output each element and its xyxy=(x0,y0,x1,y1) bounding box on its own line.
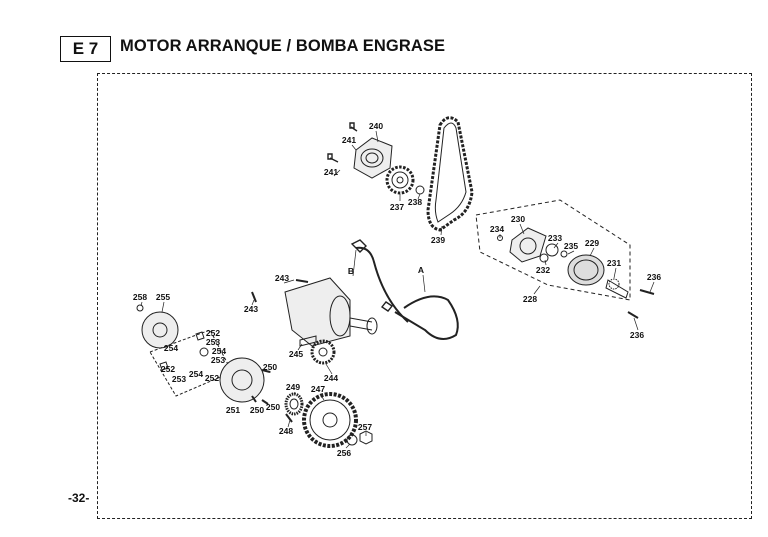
starter-motor xyxy=(284,277,378,347)
pin-248 xyxy=(285,413,293,423)
pump-cover-229 xyxy=(567,254,605,286)
part-label-247: 247 xyxy=(311,384,325,394)
nut-257 xyxy=(359,430,373,445)
bolt-250c xyxy=(251,395,257,403)
bolt-236a xyxy=(639,289,655,295)
part-label-256: 256 xyxy=(337,448,351,458)
part-label-229: 229 xyxy=(585,238,599,248)
part-label-255: 255 xyxy=(156,292,170,302)
part-label-252c: 252 xyxy=(205,373,219,383)
part-label-231: 231 xyxy=(607,258,621,268)
pin-235 xyxy=(560,250,568,258)
rotor-232 xyxy=(539,253,549,263)
part-label-253a: 253 xyxy=(206,337,220,347)
cable-A xyxy=(394,295,459,340)
part-label-240: 240 xyxy=(369,121,383,131)
bolt-243b xyxy=(251,291,257,303)
part-label-234: 234 xyxy=(490,224,504,234)
part-label-237: 237 xyxy=(390,202,404,212)
part-252a xyxy=(195,331,205,341)
part-label-252b: 252 xyxy=(161,364,175,374)
part-label-232: 232 xyxy=(536,265,550,275)
part-label-241a: 241 xyxy=(342,135,356,145)
part-label-250a: 250 xyxy=(263,362,277,372)
part-label-254a: 254 xyxy=(164,343,178,353)
chain-239 xyxy=(426,116,474,232)
bolt-250b xyxy=(261,399,269,405)
part-label-228: 228 xyxy=(523,294,537,304)
part-label-257: 257 xyxy=(358,422,372,432)
page-number: -32- xyxy=(68,491,90,505)
bolt-236b xyxy=(627,311,639,319)
bolt-241a xyxy=(349,122,358,132)
part-label-248: 248 xyxy=(279,426,293,436)
part-label-254b: 254 xyxy=(212,346,226,356)
part-label-253c: 253 xyxy=(172,374,186,384)
part-label-249: 249 xyxy=(286,382,300,392)
part-252b xyxy=(159,361,169,371)
washer-238 xyxy=(415,185,425,195)
big-gear-247 xyxy=(302,392,358,448)
part-label-235: 235 xyxy=(564,241,578,251)
shaft-245 xyxy=(299,335,317,347)
spring-254 xyxy=(199,347,209,357)
part-label-B: B xyxy=(348,266,354,276)
cable-B xyxy=(355,246,409,323)
rotor-233 xyxy=(545,243,559,257)
terminal-A xyxy=(380,301,394,312)
part-label-236b: 236 xyxy=(630,330,644,340)
sprocket-237 xyxy=(385,165,415,195)
gear-244 xyxy=(310,339,336,365)
part-label-A: A xyxy=(418,265,424,275)
page-title: MOTOR ARRANQUE / BOMBA ENGRASE xyxy=(120,37,446,55)
clutch-housing-251 xyxy=(219,357,265,403)
part-label-253b: 253 xyxy=(211,355,225,365)
part-label-251: 251 xyxy=(226,405,240,415)
part-label-236a: 236 xyxy=(647,272,661,282)
part-label-230: 230 xyxy=(511,214,525,224)
part-label-250b: 250 xyxy=(266,402,280,412)
diagram-frame xyxy=(97,73,752,519)
gear-231 xyxy=(605,278,629,299)
part-label-243a: 243 xyxy=(275,273,289,283)
part-label-238: 238 xyxy=(408,197,422,207)
bolt-241b xyxy=(327,153,339,163)
cover-plate-240 xyxy=(353,137,393,179)
part-label-254c: 254 xyxy=(189,369,203,379)
part-label-239: 239 xyxy=(431,235,445,245)
bearing-249 xyxy=(284,392,304,416)
plate-255 xyxy=(141,311,179,349)
pin-258 xyxy=(136,304,144,312)
part-label-241b: 241 xyxy=(324,167,338,177)
part-label-245: 245 xyxy=(289,349,303,359)
part-label-244: 244 xyxy=(324,373,338,383)
part-label-252a: 252 xyxy=(206,328,220,338)
terminal-B xyxy=(350,239,367,253)
section-code-box: E 7 xyxy=(60,36,111,62)
part-label-250c: 250 xyxy=(250,405,264,415)
part-label-258: 258 xyxy=(133,292,147,302)
bolt-243a xyxy=(295,279,309,283)
washer-256 xyxy=(346,434,358,446)
part-label-243b: 243 xyxy=(244,304,258,314)
pump-group-outline-228 xyxy=(475,199,631,301)
part-label-233: 233 xyxy=(548,233,562,243)
